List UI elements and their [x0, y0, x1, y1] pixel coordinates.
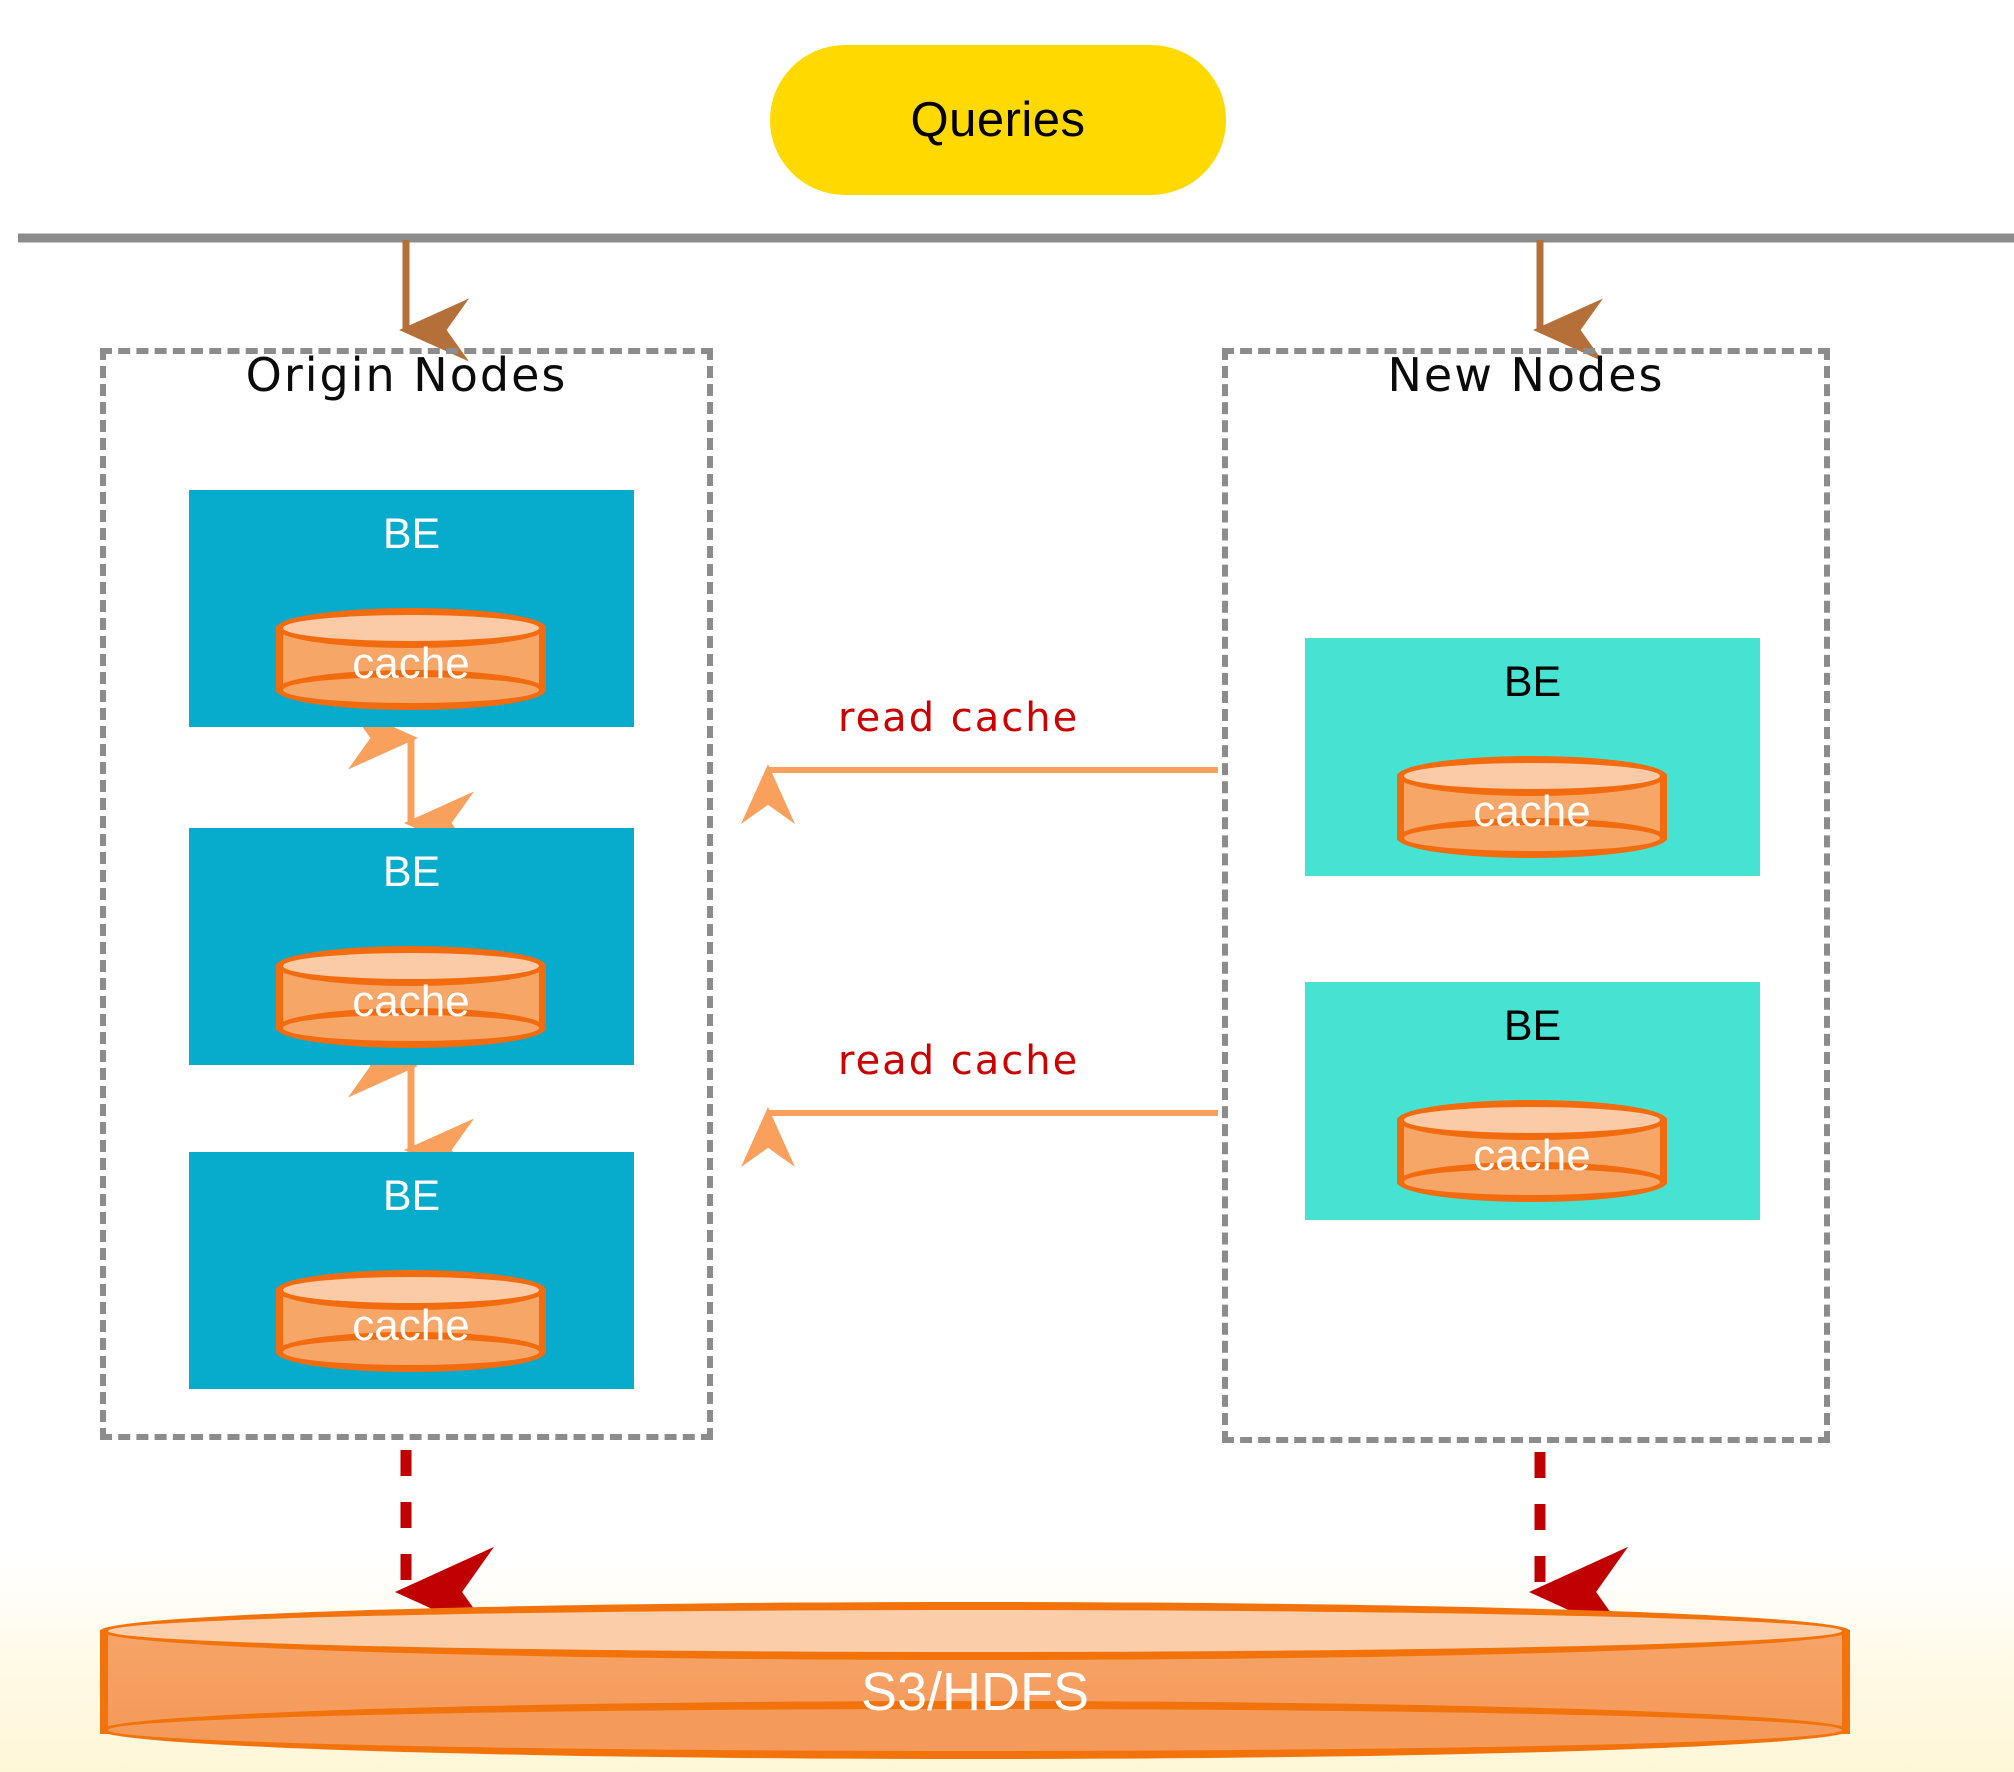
- cache-cylinder: cache: [1397, 1100, 1667, 1202]
- cylinder-top-ellipse: [276, 946, 546, 986]
- cylinder-bottom-ellipse: [1397, 1162, 1667, 1202]
- origin-be-node-2[interactable]: BE cache: [189, 828, 634, 1065]
- be-label: BE: [382, 510, 441, 558]
- be-label: BE: [382, 1172, 441, 1220]
- cache-cylinder: cache: [276, 946, 546, 1048]
- storage-cylinder-bottom-ellipse: [100, 1701, 1850, 1759]
- origin-be-node-3[interactable]: BE cache: [189, 1152, 634, 1389]
- read-cache-label-2: read cache: [838, 1038, 1080, 1084]
- cylinder-top-ellipse: [1397, 756, 1667, 796]
- cylinder-bottom-ellipse: [1397, 818, 1667, 858]
- read-cache-label-1: read cache: [838, 695, 1080, 741]
- cylinder-bottom-ellipse: [276, 1008, 546, 1048]
- be-label: BE: [1503, 658, 1562, 706]
- cache-cylinder: cache: [276, 1270, 546, 1372]
- cylinder-bottom-ellipse: [276, 670, 546, 710]
- origin-nodes-title: Origin Nodes: [245, 348, 568, 402]
- new-nodes-group: [1222, 348, 1830, 1443]
- cache-label: cache: [352, 639, 470, 688]
- origin-be-node-1[interactable]: BE cache: [189, 490, 634, 727]
- cache-label: cache: [352, 977, 470, 1026]
- cylinder-top-ellipse: [276, 1270, 546, 1310]
- be-label: BE: [1503, 1002, 1562, 1050]
- cache-cylinder: cache: [1397, 756, 1667, 858]
- cache-label: cache: [1473, 1131, 1591, 1180]
- new-nodes-title: New Nodes: [1387, 348, 1665, 402]
- new-be-node-1[interactable]: BE cache: [1305, 638, 1760, 876]
- be-label: BE: [382, 848, 441, 896]
- cache-label: cache: [1473, 787, 1591, 836]
- cylinder-bottom-ellipse: [276, 1332, 546, 1372]
- cylinder-top-ellipse: [1397, 1100, 1667, 1140]
- cylinder-top-ellipse: [276, 608, 546, 648]
- storage-cylinder[interactable]: S3/HDFS: [100, 1602, 1850, 1767]
- storage-label: S3/HDFS: [860, 1661, 1090, 1722]
- queries-pill[interactable]: Queries: [770, 45, 1226, 195]
- storage-cylinder-top-ellipse: [100, 1602, 1850, 1660]
- origin-nodes-group: [100, 348, 713, 1440]
- new-be-node-2[interactable]: BE cache: [1305, 982, 1760, 1220]
- cache-cylinder: cache: [276, 608, 546, 710]
- cache-label: cache: [352, 1301, 470, 1350]
